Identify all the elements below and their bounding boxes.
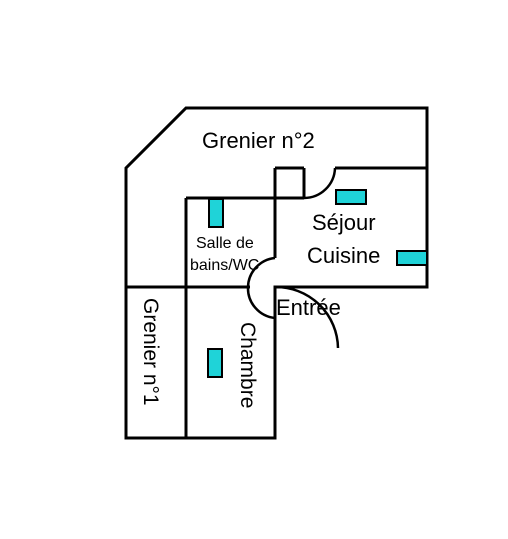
label-chambre: Chambre <box>236 322 259 408</box>
label-cuisine: Cuisine <box>307 243 380 268</box>
label-entree: Entrée <box>276 295 341 320</box>
door-entree-arc <box>274 285 340 349</box>
label-salle-de: Salle de <box>196 235 254 252</box>
door-bathroom-arc <box>246 256 276 320</box>
door-sejour-arc <box>303 167 337 200</box>
label-bains-wc: bains/WC <box>190 257 259 274</box>
window-bathroom <box>208 198 224 228</box>
label-grenier-1: Grenier n°1 <box>139 298 162 406</box>
outer-wall <box>124 106 429 440</box>
window-grenier2 <box>335 189 367 205</box>
label-grenier-2: Grenier n°2 <box>202 128 315 153</box>
label-sejour: Séjour <box>312 210 376 235</box>
window-chambre <box>207 348 223 378</box>
window-sejour <box>396 250 428 266</box>
